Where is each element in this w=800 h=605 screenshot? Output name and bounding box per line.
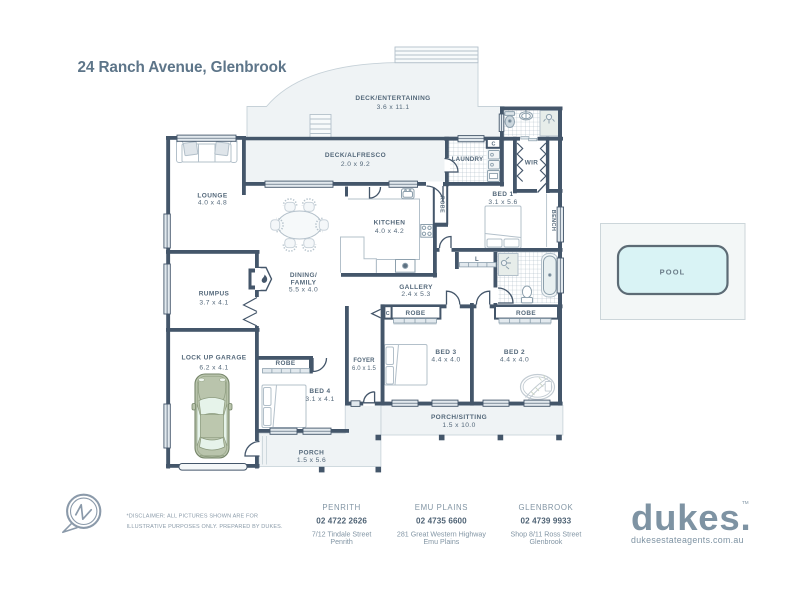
svg-text:ROBE: ROBE [439,196,445,213]
svg-text:281 Great Western Highway: 281 Great Western Highway [397,530,486,538]
svg-text:LOCK UP GARAGE: LOCK UP GARAGE [181,355,246,362]
svg-text:6.2 x 4.1: 6.2 x 4.1 [199,364,228,371]
svg-text:1.5 x 10.0: 1.5 x 10.0 [442,422,475,429]
svg-text:1.5 x 5.6: 1.5 x 5.6 [297,457,326,464]
svg-text:FAMILY: FAMILY [291,279,317,286]
svg-text:GALLERY: GALLERY [399,284,433,291]
svg-text:DINING/: DINING/ [290,272,317,279]
svg-text:Emu Plains: Emu Plains [423,538,459,546]
svg-text:02 4739 9933: 02 4739 9933 [521,517,572,526]
svg-text:ROBE: ROBE [516,310,536,317]
svg-text:PORCH: PORCH [299,450,324,457]
svg-text:3.1 x 4.1: 3.1 x 4.1 [305,396,334,403]
svg-text:WIR: WIR [525,160,539,167]
svg-text:Penrith: Penrith [330,538,353,546]
svg-text:Glenbrook: Glenbrook [530,538,563,546]
svg-text:BED 2: BED 2 [504,349,525,356]
svg-text:ILLUSTRATIVE PURPOSES ONLY. PR: ILLUSTRATIVE PURPOSES ONLY. PREPARED BY … [127,524,283,530]
svg-text:RUMPUS: RUMPUS [199,291,230,298]
svg-text:2.4 x 5.3: 2.4 x 5.3 [401,291,430,298]
svg-text:5.5 x 4.0: 5.5 x 4.0 [289,287,318,294]
svg-text:PORCH/SITTING: PORCH/SITTING [431,414,487,421]
svg-text:C: C [386,311,390,317]
svg-text:LAUNDRY: LAUNDRY [452,156,484,163]
svg-text:BED 1: BED 1 [492,191,513,198]
svg-text:02 4735 6600: 02 4735 6600 [416,517,467,526]
svg-text:4.0 x 4.8: 4.0 x 4.8 [198,200,227,207]
svg-text:LOUNGE: LOUNGE [197,192,227,199]
svg-text:BED 3: BED 3 [435,349,456,356]
svg-text:FOYER: FOYER [353,358,375,364]
svg-text:ROBE: ROBE [405,310,425,317]
svg-text:2.0 x 9.2: 2.0 x 9.2 [341,161,370,168]
svg-text:24 Ranch Avenue, Glenbrook: 24 Ranch Avenue, Glenbrook [78,59,287,76]
svg-text:PENRITH: PENRITH [322,503,360,512]
svg-text:Shop 8/11 Ross Street: Shop 8/11 Ross Street [510,530,581,538]
svg-text:4.0 x 4.2: 4.0 x 4.2 [375,228,404,235]
svg-text:POOL: POOL [660,268,686,277]
svg-text:L: L [475,257,479,263]
svg-text:BENCH: BENCH [550,210,556,232]
svg-text:7/12 Tindale Street: 7/12 Tindale Street [312,530,372,538]
svg-text:dukes.: dukes. [631,497,751,538]
svg-text:EMU PLAINS: EMU PLAINS [415,503,468,512]
svg-text:DECK/ALFRESCO: DECK/ALFRESCO [325,152,386,159]
svg-text:4.4 x 4.0: 4.4 x 4.0 [431,356,460,363]
svg-text:02 4722 2626: 02 4722 2626 [316,517,367,526]
svg-text:TM: TM [742,500,749,505]
svg-text:dukesestateagents.com.au: dukesestateagents.com.au [631,535,744,545]
svg-text:KITCHEN: KITCHEN [374,220,406,227]
svg-text:3.6 x 11.1: 3.6 x 11.1 [377,104,410,111]
svg-text:3.7 x 4.1: 3.7 x 4.1 [199,300,228,307]
svg-text:GLENBROOK: GLENBROOK [519,503,574,512]
svg-text:*DISCLAIMER: ALL PICTURES SHOW: *DISCLAIMER: ALL PICTURES SHOWN ARE FOR [127,514,259,520]
svg-text:DECK/ENTERTAINING: DECK/ENTERTAINING [355,95,430,102]
svg-text:3.1 x 5.6: 3.1 x 5.6 [488,199,517,206]
svg-text:ROBE: ROBE [275,360,295,367]
svg-text:BED 4: BED 4 [309,388,330,395]
svg-text:C: C [491,142,495,148]
svg-text:4.4 x 4.0: 4.4 x 4.0 [500,356,529,363]
svg-text:6.0 x 1.5: 6.0 x 1.5 [352,366,376,372]
